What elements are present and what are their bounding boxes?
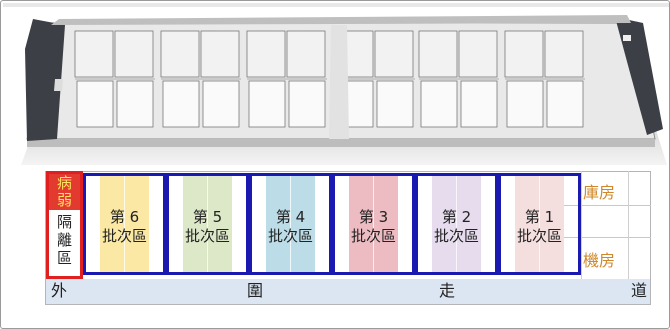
pen-wall bbox=[116, 80, 154, 128]
frame-top-shadow bbox=[3, 3, 669, 7]
pen-wall bbox=[248, 80, 286, 128]
corridor-label-char: 圍 bbox=[247, 281, 264, 300]
pen-wall bbox=[376, 80, 414, 128]
pen-wall bbox=[504, 30, 544, 78]
zone-number: 第 5 bbox=[192, 208, 223, 226]
pen-wall bbox=[544, 30, 584, 78]
pen-wall bbox=[74, 30, 114, 78]
pen-wall bbox=[460, 80, 498, 128]
barn-3d-rendering bbox=[21, 15, 667, 165]
pen-wall bbox=[76, 80, 114, 128]
plan-outline bbox=[45, 171, 651, 305]
pen-wall bbox=[506, 80, 544, 128]
pen-wall bbox=[288, 80, 326, 128]
pen-wall bbox=[114, 30, 154, 78]
pen-wall bbox=[418, 30, 458, 78]
pen-divider bbox=[124, 176, 125, 272]
isolation-label-char: 離 bbox=[56, 231, 72, 249]
grid-line bbox=[581, 171, 582, 279]
zone-number: 第 2 bbox=[441, 208, 472, 226]
isolation-header bbox=[49, 174, 80, 210]
grid-line bbox=[628, 171, 629, 279]
pen-wall bbox=[286, 30, 326, 78]
zone-sublabel: 批次區 bbox=[516, 227, 562, 245]
pen-wall bbox=[546, 80, 584, 128]
corridor-label-char: 外 bbox=[51, 281, 68, 300]
zone-number: 第 3 bbox=[358, 208, 389, 226]
zone-number: 第 6 bbox=[109, 208, 140, 226]
warehouse-label: 庫房 bbox=[583, 183, 616, 202]
grid-line bbox=[541, 205, 651, 206]
isolation-label-char: 弱 bbox=[56, 191, 72, 209]
pen-wall bbox=[200, 30, 240, 78]
zone-number: 第 1 bbox=[524, 208, 555, 226]
pen-divider bbox=[290, 176, 291, 272]
isolation-label-char: 病 bbox=[56, 174, 72, 192]
pen-wall bbox=[162, 80, 200, 128]
pen-wall bbox=[160, 30, 200, 78]
pen-wall bbox=[458, 30, 498, 78]
zone-sublabel: 批次區 bbox=[350, 227, 396, 245]
corridor-label-char: 道 bbox=[631, 281, 648, 300]
zone-sublabel: 批次區 bbox=[433, 227, 479, 245]
isolation-label-char: 區 bbox=[56, 249, 72, 267]
machine-room-label: 機房 bbox=[583, 251, 616, 270]
pen-wall bbox=[246, 30, 286, 78]
pen-wall bbox=[420, 80, 458, 128]
pen-divider bbox=[456, 176, 457, 272]
pen-divider bbox=[207, 176, 208, 272]
zone-sublabel: 批次區 bbox=[184, 227, 230, 245]
pen-wall bbox=[202, 80, 240, 128]
corridor-label-char: 走 bbox=[439, 281, 456, 300]
pen-divider bbox=[539, 176, 540, 272]
zone-sublabel: 批次區 bbox=[101, 227, 147, 245]
grid-line bbox=[541, 237, 651, 238]
pen-wall bbox=[374, 30, 414, 78]
pen-divider bbox=[373, 176, 374, 272]
outer-corridor bbox=[46, 279, 650, 304]
zone-sublabel: 批次區 bbox=[267, 227, 313, 245]
zone-number: 第 4 bbox=[275, 208, 306, 226]
isolation-area: 病 弱 隔 離 區 bbox=[46, 171, 83, 279]
isolation-label-char: 隔 bbox=[56, 213, 72, 231]
